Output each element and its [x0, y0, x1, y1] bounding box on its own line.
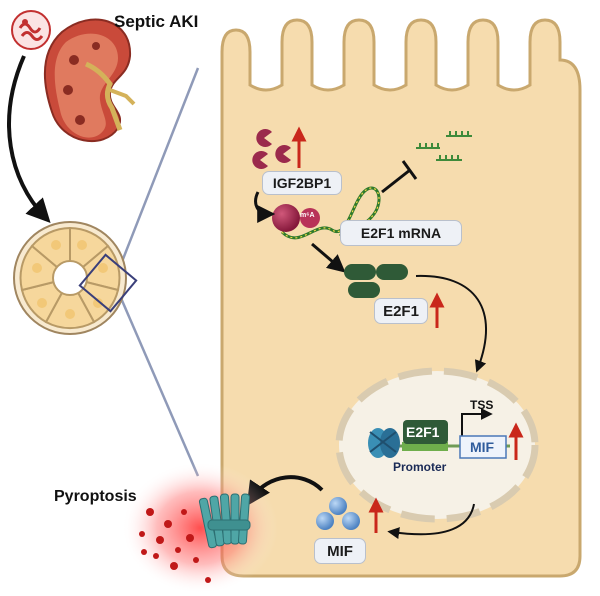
m6a-mark-icon [300, 208, 320, 228]
arrow-kidney-to-tubule [7, 55, 51, 223]
igf2bp1-bound-icon [272, 204, 300, 232]
label-igf2bp1: IGF2BP1 [262, 171, 342, 195]
bacteria-icon [11, 10, 51, 50]
zoom-line-bottom [112, 281, 200, 477]
label-tss: TSS [470, 398, 494, 412]
nuclear-envelope [335, 367, 539, 523]
mif-trimer-icon [316, 497, 360, 530]
e2f1-nuclear-box [403, 420, 448, 444]
label-m6a: m⁶A [300, 212, 315, 219]
label-promoter: Promoter [393, 460, 447, 474]
igf2bp1-protein-icons [252, 129, 291, 170]
gasdermin-pore-icon [198, 493, 251, 549]
label-e2f1-protein: E2F1 [374, 298, 428, 324]
title-septic-aki: Septic AKI [114, 12, 199, 31]
inhibition-arrow [381, 160, 418, 194]
mif-gene-box [459, 435, 507, 459]
promoter-region [402, 442, 448, 451]
kidney-icon [43, 18, 136, 142]
pyroptosis-glow [122, 462, 278, 594]
arrow-nuclear-import [415, 274, 488, 373]
arrow-translation [311, 242, 346, 273]
tubule-cross-section-icon [13, 221, 138, 335]
degraded-rna-icon [416, 131, 472, 161]
arrow-mif-export [387, 503, 475, 539]
e2f1-protein-icons [344, 264, 408, 298]
label-mif-gene: MIF [470, 439, 495, 455]
label-e2f1-mrna: E2F1 mRNA [340, 220, 462, 246]
label-mif-protein: MIF [314, 538, 366, 564]
zoom-line-top [112, 67, 200, 283]
inflammatory-release-dots [139, 508, 211, 583]
label-e2f1-nuclear: E2F1 [406, 424, 440, 440]
nucleosome-icon [368, 428, 400, 458]
arrow-igf2bp1-binding [254, 191, 276, 223]
label-pyroptosis: Pyroptosis [54, 488, 137, 505]
